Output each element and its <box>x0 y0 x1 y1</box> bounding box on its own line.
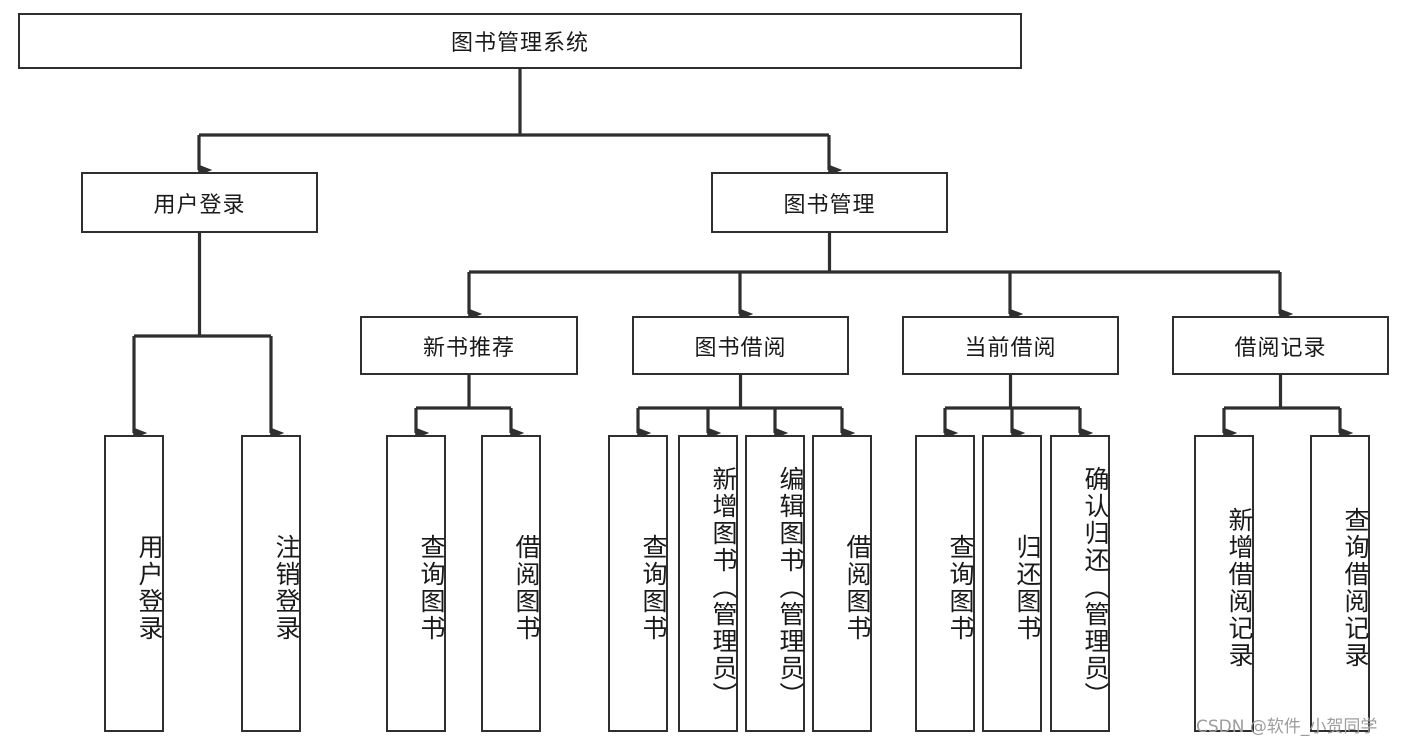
node-label: 用户登录 <box>135 533 164 642</box>
node-borrow-record[interactable]: 借阅记录 <box>1172 316 1389 375</box>
watermark: CSDN @软件_小贺同学 <box>1196 717 1378 737</box>
node-label: 查询借阅记录 <box>1341 506 1370 669</box>
node-leaf-query-book-1[interactable]: 查询图书 <box>386 435 446 732</box>
node-label: 编辑图书（管理员） <box>776 466 805 709</box>
node-leaf-add-borrow-record[interactable]: 新增借阅记录 <box>1194 435 1254 732</box>
node-leaf-query-borrow-record[interactable]: 查询借阅记录 <box>1310 435 1370 732</box>
node-label: 新增借阅记录 <box>1225 506 1254 669</box>
node-label: 查询图书 <box>946 533 975 642</box>
node-label: 当前借阅 <box>964 335 1057 361</box>
node-label: 注销登录 <box>272 533 301 642</box>
node-current-borrow[interactable]: 当前借阅 <box>902 316 1119 375</box>
node-label: 图书管理 <box>783 192 876 218</box>
node-user-login[interactable]: 用户登录 <box>81 172 318 233</box>
node-label: 借阅图书 <box>512 533 541 642</box>
node-leaf-return-book[interactable]: 归还图书 <box>982 435 1042 732</box>
edge-paths <box>132 69 1354 439</box>
node-leaf-query-book-2[interactable]: 查询图书 <box>608 435 668 732</box>
node-book-borrow[interactable]: 图书借阅 <box>632 316 849 375</box>
node-new-book-recommend[interactable]: 新书推荐 <box>360 316 578 375</box>
node-leaf-borrow-book-1[interactable]: 借阅图书 <box>481 435 541 732</box>
node-label: 新增图书（管理员） <box>709 466 738 709</box>
node-label: 查询图书 <box>639 533 668 642</box>
node-label: 图书借阅 <box>694 335 787 361</box>
node-leaf-confirm-return[interactable]: 确认归还（管理员） <box>1050 435 1110 732</box>
node-label: 新书推荐 <box>422 335 515 361</box>
node-label: 归还图书 <box>1013 533 1042 642</box>
node-label: 借阅记录 <box>1234 335 1327 361</box>
node-leaf-add-book[interactable]: 新增图书（管理员） <box>678 435 738 732</box>
node-label: 借阅图书 <box>843 533 872 642</box>
node-root[interactable]: 图书管理系统 <box>18 13 1022 69</box>
node-leaf-edit-book[interactable]: 编辑图书（管理员） <box>745 435 805 732</box>
node-label: 用户登录 <box>153 192 246 218</box>
node-leaf-borrow-book-2[interactable]: 借阅图书 <box>812 435 872 732</box>
node-leaf-logout[interactable]: 注销登录 <box>241 435 301 732</box>
node-label: 确认归还（管理员） <box>1081 466 1110 709</box>
node-leaf-user-login[interactable]: 用户登录 <box>104 435 164 732</box>
node-book-manage[interactable]: 图书管理 <box>711 172 948 233</box>
node-leaf-query-book-3[interactable]: 查询图书 <box>915 435 975 732</box>
node-label: 查询图书 <box>417 533 446 642</box>
node-label: 图书管理系统 <box>450 31 589 56</box>
